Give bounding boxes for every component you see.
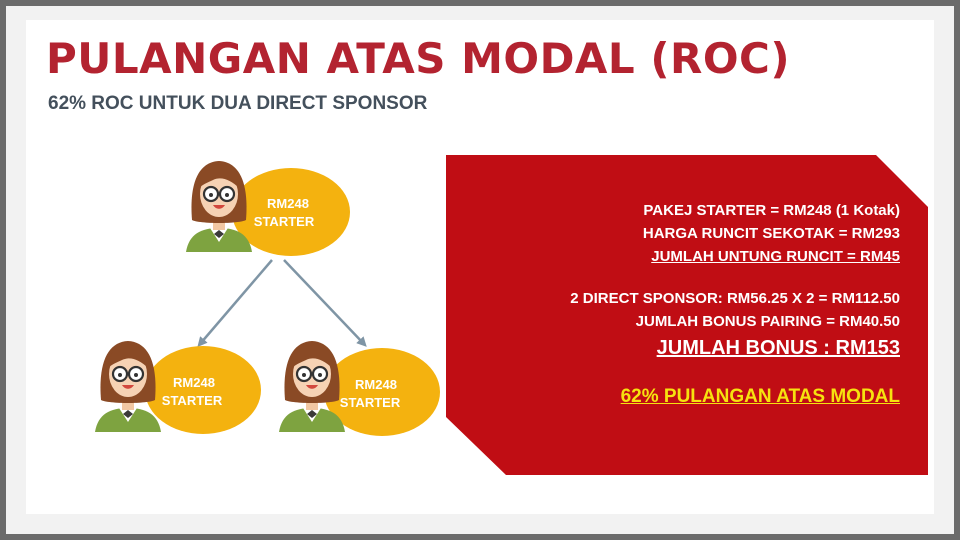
tree-node-right: RM248 STARTER — [277, 339, 440, 436]
arrow-to-left-node — [197, 259, 273, 348]
panel-line-roc-percent: 62% PULANGAN ATAS MODAL — [620, 386, 900, 407]
slide-subtitle: 62% ROC UNTUK DUA DIRECT SPONSOR — [48, 93, 428, 114]
arrow-to-right-node — [283, 259, 367, 347]
panel-spacer — [570, 268, 900, 287]
panel-line-total-bonus: JUMLAH BONUS : RM153 — [656, 337, 900, 359]
panel-line-direct-sponsor: 2 DIRECT SPONSOR: RM56.25 X 2 = RM112.50 — [570, 290, 900, 307]
node-top-line2: STARTER — [254, 214, 315, 229]
tree-node-top: RM248 STARTER — [184, 159, 350, 256]
person-avatar-icon — [184, 159, 254, 254]
node-right-line1: RM248 — [355, 377, 397, 392]
node-left-line2: STARTER — [162, 393, 223, 408]
node-top-line1: RM248 — [267, 196, 309, 211]
tree-node-left: RM248 STARTER — [93, 339, 261, 434]
person-avatar-icon — [277, 339, 347, 434]
panel-line-retail-price: HARGA RUNCIT SEKOTAK = RM293 — [642, 225, 900, 242]
node-left-line1: RM248 — [173, 375, 215, 390]
node-right-line2: STARTER — [340, 395, 401, 410]
panel-line-starter: PAKEJ STARTER = RM248 (1 Kotak) — [643, 202, 900, 219]
slide-title: PULANGAN ATAS MODAL (ROC) — [46, 34, 791, 83]
panel-background — [446, 155, 928, 475]
person-avatar-icon — [93, 339, 163, 434]
panel-line-pairing-bonus: JUMLAH BONUS PAIRING = RM40.50 — [635, 313, 900, 330]
calculation-panel: PAKEJ STARTER = RM248 (1 Kotak) HARGA RU… — [446, 155, 928, 475]
panel-line-retail-profit: JUMLAH UNTUNG RUNCIT = RM45 — [651, 248, 900, 265]
